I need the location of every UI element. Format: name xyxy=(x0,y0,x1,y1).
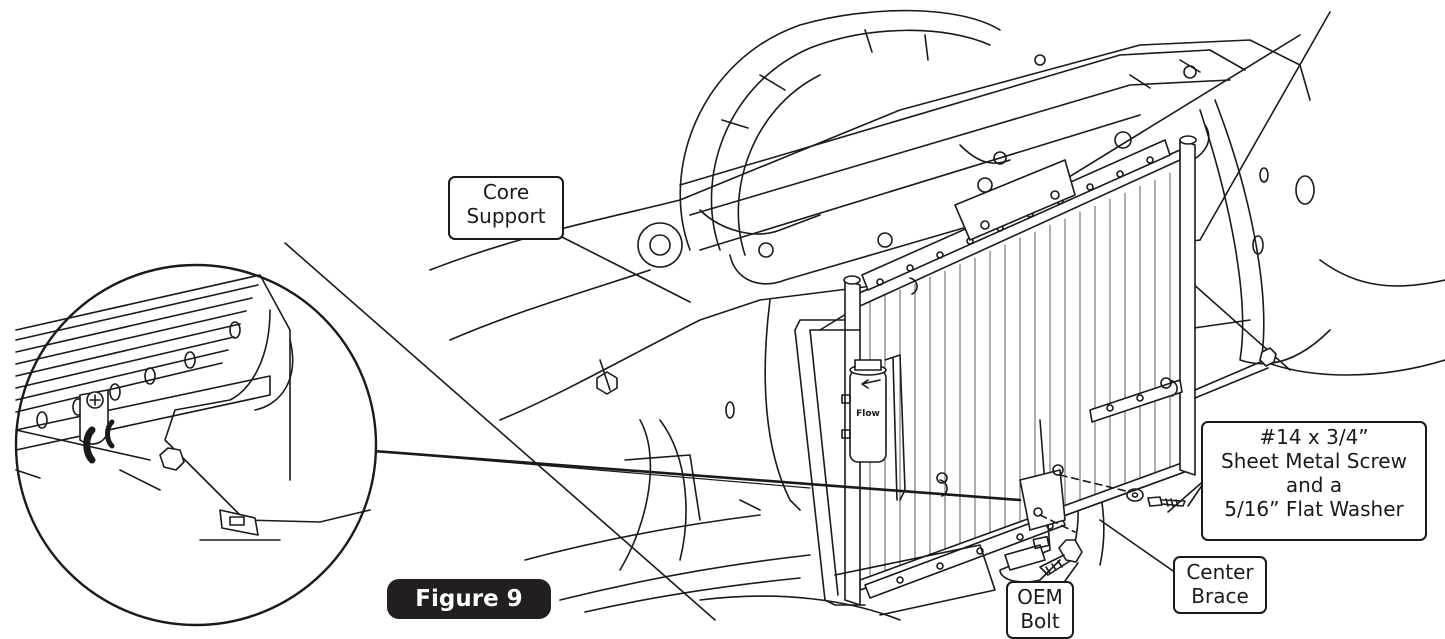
hardware xyxy=(1039,474,1186,576)
detail-magnifier xyxy=(14,263,378,627)
oem-bolt-label-line: Bolt xyxy=(1020,609,1060,633)
leader-lines xyxy=(371,235,1208,586)
flow-label: Flow xyxy=(856,409,880,419)
center-brace-label-line: Center xyxy=(1186,560,1254,584)
oem-bolt-label: OEM Bolt xyxy=(1006,581,1074,639)
fan-shroud xyxy=(679,9,1001,256)
screw-label-line: Sheet Metal Screw xyxy=(1221,449,1407,473)
oem-bolt-label-line: OEM xyxy=(1017,585,1063,609)
center-brace-label: Center Brace xyxy=(1173,556,1267,614)
screw-washer-label: #14 x 3/4” Sheet Metal Screw and a 5/16”… xyxy=(1201,421,1427,541)
core-support-label-line: Support xyxy=(466,204,546,228)
core-support-label: Core Support xyxy=(448,176,564,240)
center-brace xyxy=(999,419,1066,583)
screw-label-line: 5/16” Flat Washer xyxy=(1224,497,1404,521)
core-support-label-line: Core xyxy=(482,180,530,204)
receiver-drier xyxy=(841,354,906,501)
figure-caption: Figure 9 xyxy=(387,579,551,619)
center-brace-label-line: Brace xyxy=(1191,584,1249,608)
fender-curves xyxy=(524,419,996,621)
condenser xyxy=(794,135,1277,606)
screw-label-line: and a xyxy=(1285,473,1343,497)
screw-label-line: #14 x 3/4” xyxy=(1259,425,1369,449)
